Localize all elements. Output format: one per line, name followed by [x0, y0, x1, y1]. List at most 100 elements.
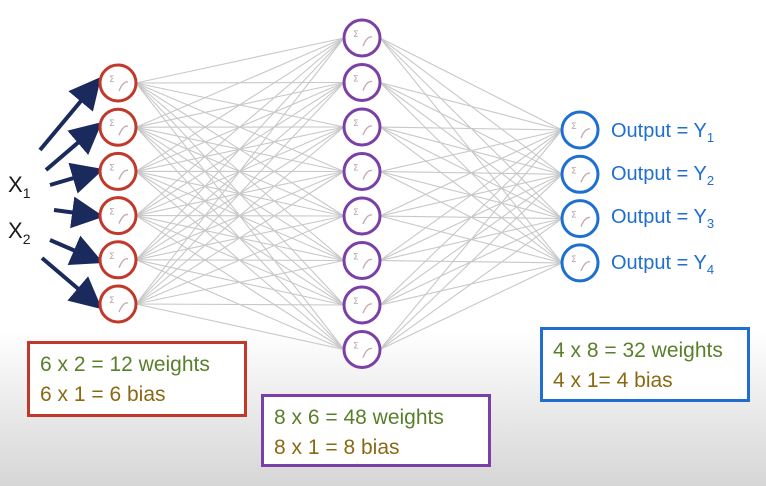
summation-icon: Σ	[109, 208, 115, 218]
output-y3-text: Output = Y	[611, 206, 707, 228]
hidden-neuron: Σ	[342, 18, 382, 58]
input-neuron-circle	[98, 63, 138, 103]
summation-icon: Σ	[353, 297, 359, 307]
connection-hidden-out	[379, 262, 563, 350]
connection-in-hidden	[135, 82, 345, 305]
hidden-neuron: Σ	[342, 285, 382, 325]
output-y1-text: Output = Y	[611, 120, 707, 142]
connection-hidden-out	[379, 126, 563, 131]
output-neuron-circle	[560, 199, 600, 239]
connection-in-hidden	[135, 215, 345, 305]
activation-icon	[362, 169, 373, 180]
activation-icon	[362, 303, 373, 314]
hidden-neuron-circle	[342, 196, 382, 236]
summation-icon: Σ	[109, 252, 115, 262]
connection-in-hidden	[135, 37, 345, 128]
input-neuron: Σ	[98, 240, 138, 280]
hidden-neuron: Σ	[342, 152, 382, 191]
output-y1-subscript: 1	[706, 130, 715, 145]
connection-hidden-out	[379, 129, 563, 261]
activation-icon	[362, 80, 373, 91]
output-y4-text: Output = Y	[611, 252, 707, 274]
connection-in-hidden	[135, 37, 345, 84]
hidden-neuron: Σ	[342, 241, 382, 280]
activation-icon	[118, 125, 129, 136]
connection-hidden-out	[379, 129, 563, 173]
output-y4-subscript: 4	[706, 262, 715, 277]
input-neuron: Σ	[98, 196, 138, 236]
summation-icon: Σ	[353, 75, 359, 85]
input-x2-subscript: 2	[22, 231, 31, 247]
connection-in-hidden	[135, 259, 345, 305]
connection-lines	[135, 37, 563, 351]
output-y3-subscript: 3	[706, 216, 715, 231]
summation-icon: Σ	[571, 255, 577, 265]
input-neuron-circle	[98, 196, 138, 236]
summation-icon: Σ	[109, 75, 115, 85]
connection-hidden-out	[379, 173, 563, 350]
connection-in-hidden	[135, 303, 345, 351]
connection-hidden-out	[379, 81, 563, 131]
connection-in-hidden	[135, 37, 345, 217]
input-neuron-circle	[98, 284, 138, 324]
input-arrow	[40, 256, 103, 310]
activation-icon	[362, 214, 373, 225]
output-neuron-circle	[560, 110, 600, 150]
output-layer-params-box: 4 x 8 = 32 weights 4 x 1= 4 bias	[540, 327, 750, 402]
hidden-neuron: Σ	[342, 107, 382, 147]
summation-icon: Σ	[571, 122, 577, 132]
input-neuron: Σ	[98, 107, 138, 147]
input-arrow	[38, 76, 102, 152]
hidden-layer-bias: 8 x 1 = 8 bias	[274, 436, 400, 459]
connection-in-hidden	[135, 303, 345, 306]
input-x1-subscript: 1	[22, 185, 31, 201]
hidden-neuron: Σ	[342, 63, 382, 102]
input-neuron: Σ	[98, 284, 138, 324]
input-arrows	[38, 76, 104, 310]
summation-icon: Σ	[571, 166, 577, 176]
input-label-x1: X1	[8, 172, 31, 201]
input-neuron: Σ	[98, 63, 138, 103]
summation-icon: Σ	[353, 119, 359, 129]
output-label-y4: Output = Y4	[611, 252, 715, 277]
output-neuron: Σ	[560, 154, 600, 194]
summation-icon: Σ	[353, 253, 359, 263]
connection-hidden-out	[379, 129, 563, 350]
output-label-y1: Output = Y1	[611, 120, 715, 145]
output-label-y2: Output = Y2	[611, 163, 714, 188]
summation-icon: Σ	[109, 296, 115, 306]
input-layer-weights: 6 x 2 = 12 weights	[40, 353, 210, 376]
activation-icon	[362, 36, 373, 47]
input-neuron-circle	[98, 107, 138, 147]
output-layer-bias: 4 x 1= 4 bias	[553, 369, 673, 392]
connection-hidden-out	[379, 37, 563, 131]
input-x2-symbol: X	[8, 218, 23, 243]
hidden-neuron-circle	[342, 152, 382, 191]
input-neuron-circle	[98, 240, 138, 280]
input-arrow	[53, 196, 104, 229]
input-arrow	[44, 121, 103, 172]
summation-icon: Σ	[353, 164, 359, 174]
hidden-neuron-circle	[342, 285, 382, 325]
summation-icon: Σ	[353, 208, 359, 218]
summation-icon: Σ	[353, 342, 359, 352]
activation-icon	[118, 258, 129, 269]
hidden-neuron-circle	[342, 330, 382, 369]
connection-in-hidden	[135, 37, 345, 172]
input-layer-params-box: 6 x 2 = 12 weights 6 x 1 = 6 bias	[27, 341, 247, 417]
output-neuron: Σ	[560, 199, 600, 239]
hidden-neuron-circle	[342, 63, 382, 102]
hidden-neuron-circle	[342, 241, 382, 280]
activation-icon	[362, 258, 373, 269]
input-x1-symbol: X	[8, 172, 23, 197]
output-neuron: Σ	[560, 243, 600, 283]
activation-icon	[118, 169, 129, 180]
connection-hidden-out	[379, 129, 563, 217]
hidden-neuron-circle	[342, 18, 382, 58]
connection-in-hidden	[135, 126, 345, 305]
hidden-layer-weights: 8 x 6 = 48 weights	[274, 406, 444, 429]
activation-icon	[580, 128, 591, 139]
connection-hidden-out	[379, 129, 563, 306]
